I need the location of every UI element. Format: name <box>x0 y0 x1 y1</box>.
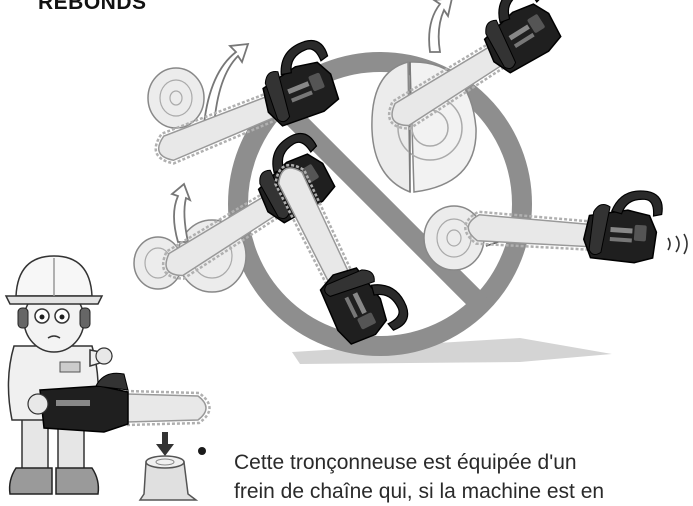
bullet-point <box>198 447 206 455</box>
vibration-marks <box>667 233 688 255</box>
ground-shadow <box>292 338 612 364</box>
prohibition-sign-icon <box>228 52 532 356</box>
body-paragraph: Cette tronçonneuse est équipée d'un frei… <box>234 448 693 506</box>
tree-stump-icon <box>138 455 199 501</box>
log-right <box>423 205 500 271</box>
log-top-left <box>147 67 205 129</box>
down-arrow-icon <box>156 432 174 456</box>
body-line-1: Cette tronçonneuse est équipée d'un <box>234 451 577 474</box>
section-heading: REBONDS <box>38 0 147 14</box>
curved-arrow-icon <box>170 0 453 243</box>
worker-with-chainsaw-icon <box>4 255 211 495</box>
body-line-2: frein de chaîne qui, si la machine est e… <box>234 480 605 503</box>
